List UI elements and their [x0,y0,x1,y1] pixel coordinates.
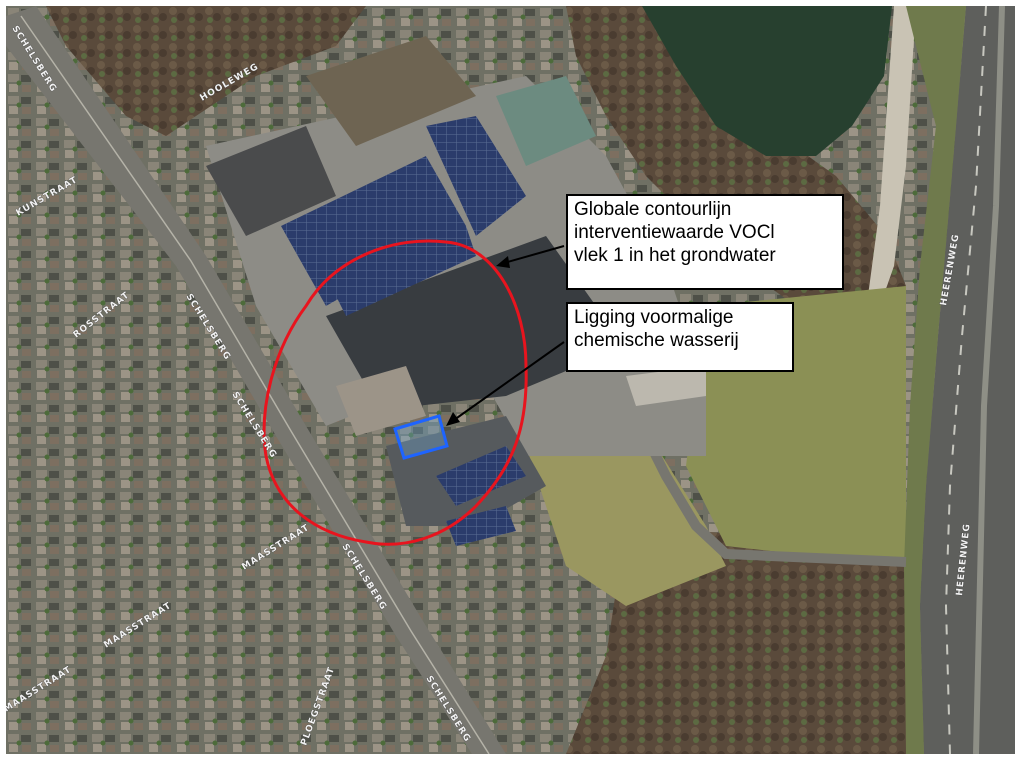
solar-roof-4 [436,446,526,506]
voci-contour-line [262,239,528,546]
former-dry-cleaner-site [393,414,449,460]
building-small [336,366,426,436]
callout-dry-cleaner-line-1: Ligging voormalige [574,307,734,328]
building-block [206,126,336,236]
callout-dry-cleaner: Ligging voormalige chemische wasserij [566,302,794,372]
pond [642,6,892,156]
leader-line-site [453,341,565,421]
woodland-north [46,6,366,136]
arrowhead-site [446,412,460,426]
building-north [306,36,476,146]
callout-contour-line-2: interventiewaarde VOCl [574,222,775,243]
callout-contour-line-3: vlek 1 in het grondwater [574,245,776,266]
warehouse-roof [326,236,626,406]
callout-dry-cleaner-line-2: chemische wasserij [574,330,739,351]
building-greenhouse [496,76,596,166]
solar-roof-2 [426,116,526,236]
callout-contour-line: Globale contourlijn interventiewaarde VO… [566,194,844,290]
highway-heerenweg [920,6,1015,754]
path-east [641,433,907,567]
sand-strip [868,6,916,306]
leader-line-contour [503,245,565,264]
solar-roof-5 [446,506,516,546]
long-building-east [626,366,706,406]
solar-roof-3 [326,226,476,316]
aerial-photo: SCHELSBERG SCHELSBERG SCHELSBERG SCHELSB… [6,6,1015,754]
highway-verge [904,6,966,754]
arrowhead-contour [496,256,510,268]
callout-contour-line-1: Globale contourlijn [574,199,732,220]
aerial-map: SCHELSBERG SCHELSBERG SCHELSBERG SCHELSB… [6,6,1015,754]
road-schelsberg [6,6,506,754]
solar-roof-1 [281,156,466,306]
